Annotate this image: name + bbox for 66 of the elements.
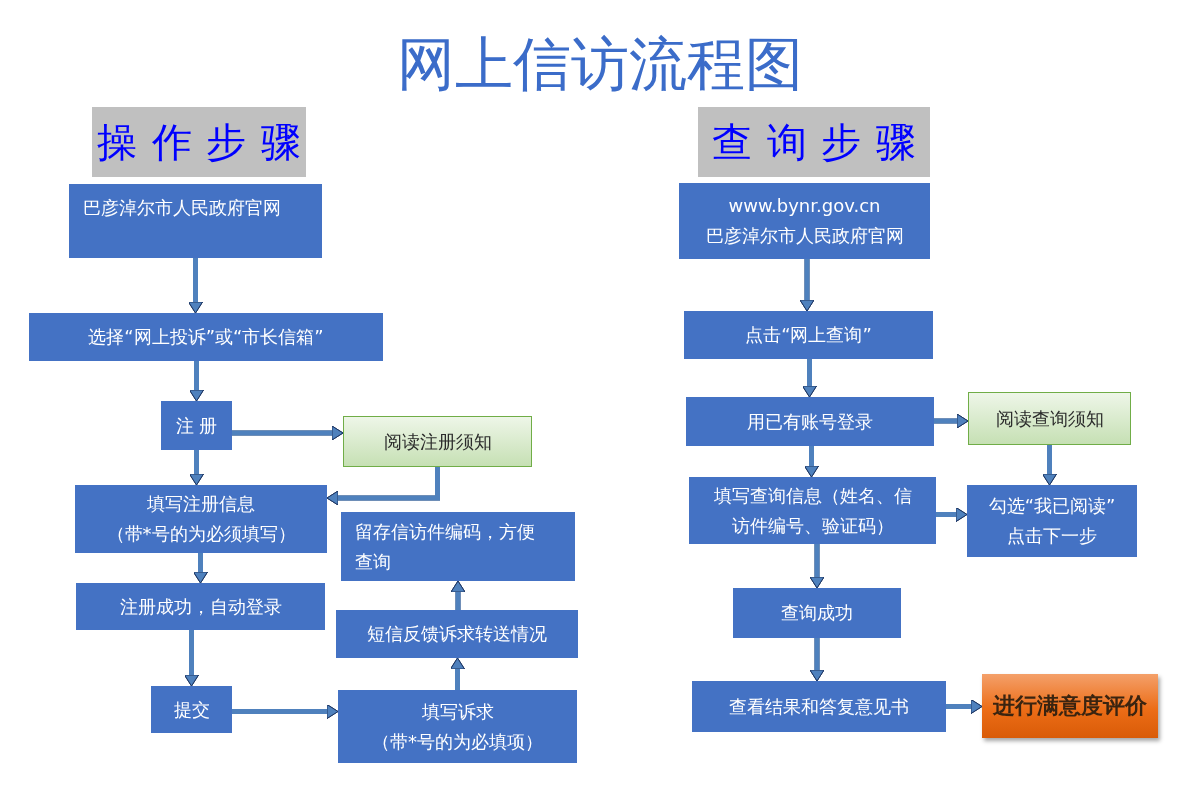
process-text: 注册成功，自动登录: [119, 594, 282, 619]
process-text: （带*号的为必填项）: [372, 729, 543, 754]
process-box: [684, 311, 933, 359]
process-box: [692, 681, 946, 732]
process-box: [341, 512, 575, 581]
process-text: 留存信访件编码，方便查询: [355, 519, 536, 574]
process-text: 提交: [173, 697, 210, 722]
notice-text: 阅读注册须知: [383, 429, 492, 454]
process-text: 查询成功: [781, 601, 853, 625]
process-text: 查看结果和答复意见书: [729, 694, 909, 719]
arrow: [193, 553, 208, 584]
process-box: [76, 583, 325, 630]
process-box: [686, 397, 934, 446]
highlight-text: 进行满意度评价: [993, 691, 1147, 720]
notice-box: [968, 392, 1131, 445]
process-text: 点击“网上查询”: [745, 323, 872, 347]
process-box: [151, 686, 232, 733]
arrow: [189, 450, 204, 486]
arrow: [802, 359, 817, 398]
process-box: [679, 183, 930, 259]
process-box: [336, 610, 578, 658]
arrow: [232, 704, 339, 719]
process-text: www.bynr.gov.cn: [728, 194, 881, 218]
process-box: [69, 184, 322, 258]
process-text: 巴彦淖尔市人民政府官网: [705, 224, 904, 248]
section-heading: 查 询 步 骤: [711, 118, 917, 167]
process-box: [29, 313, 383, 361]
arrow: [1042, 445, 1057, 486]
process-text: 填写查询信息（姓名、信访件编号、验证码）: [712, 483, 913, 538]
process-text: 选择“网上投诉”或“市长信箱”: [88, 325, 324, 349]
process-text: （带*号的为必须填写）: [106, 522, 296, 546]
process-box: [161, 401, 232, 450]
process-text: 勾选“我已阅读”: [988, 494, 1116, 518]
process-box: [338, 690, 577, 763]
arrow: [188, 258, 203, 314]
process-text: 填写诉求: [421, 699, 494, 724]
arrow: [189, 361, 204, 402]
process-text: 用已有账号登录: [747, 409, 873, 434]
notice-box: [343, 416, 532, 467]
process-box: [967, 485, 1137, 557]
section-heading: 操 作 步 骤: [96, 118, 302, 167]
notice-text: 阅读查询须知: [995, 406, 1104, 431]
arrow: [799, 259, 815, 312]
process-text: 巴彦淖尔市人民政府官网: [83, 196, 281, 220]
process-box: [733, 588, 901, 638]
arrow: [809, 544, 825, 589]
process-box: [75, 485, 327, 553]
arrow: [450, 580, 466, 610]
process-text: 短信反馈诉求转送情况: [367, 622, 547, 646]
arrow: [809, 638, 825, 682]
arrow: [232, 425, 344, 441]
arrow: [936, 507, 968, 522]
section-heading-band: [698, 107, 930, 177]
process-text: 填写注册信息: [147, 492, 255, 516]
arrow: [934, 413, 969, 429]
process-text: 点击下一步: [1007, 524, 1097, 548]
highlight-box: [982, 674, 1158, 738]
diagram-title: 网上信访流程图: [397, 30, 803, 100]
arrow: [946, 699, 983, 714]
arrow: [184, 630, 199, 687]
arrow: [804, 446, 819, 478]
process-box: [689, 477, 936, 544]
process-text: 注 册: [175, 413, 218, 438]
arrow: [326, 467, 440, 506]
section-heading-band: [92, 107, 306, 177]
arrow: [450, 657, 465, 690]
